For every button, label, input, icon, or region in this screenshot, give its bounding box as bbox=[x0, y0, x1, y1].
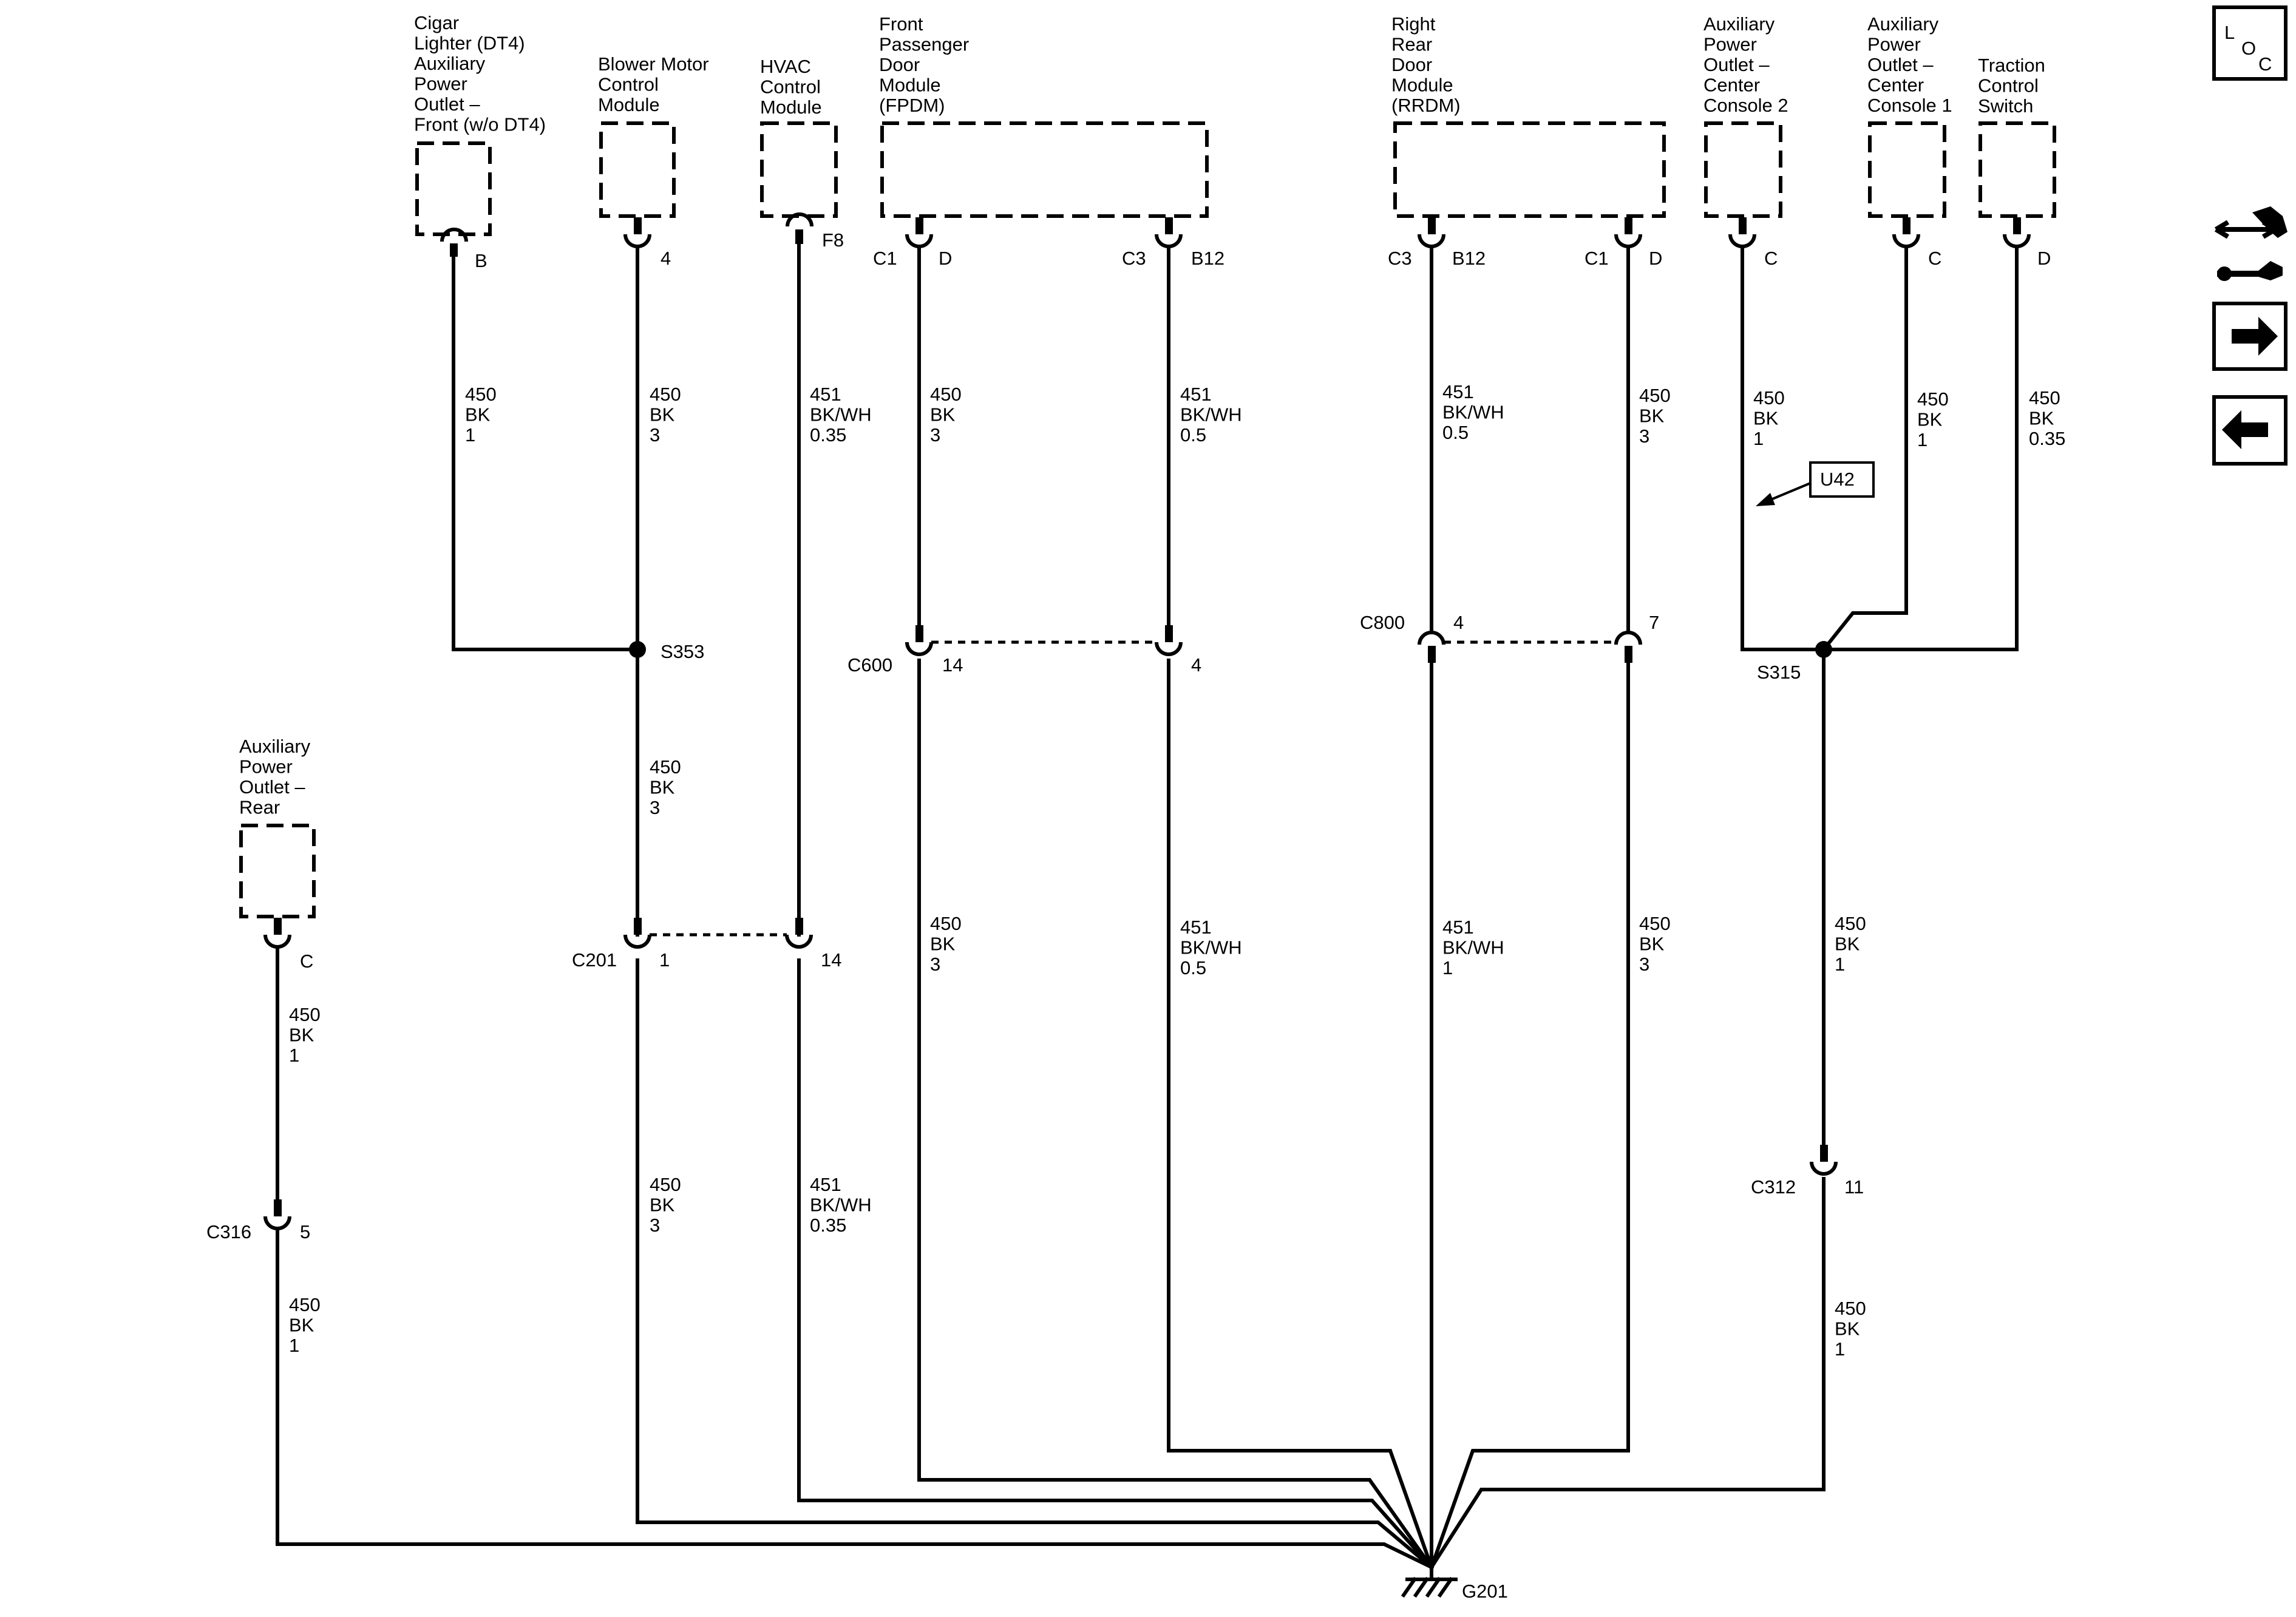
connector-c800-pin: 7 bbox=[1649, 612, 1659, 633]
option-u42-arrowhead bbox=[1756, 493, 1775, 506]
pin-label: B12 bbox=[1191, 248, 1224, 269]
ground-g201-symbol bbox=[1401, 1565, 1458, 1598]
loc-letter-l: L bbox=[2224, 22, 2235, 43]
arrow-right-icon[interactable] bbox=[2212, 302, 2288, 371]
wires bbox=[276, 242, 2019, 1570]
option-u42-label: U42 bbox=[1820, 469, 1855, 490]
traction-switch-box bbox=[1978, 121, 2056, 218]
pin-label: B12 bbox=[1452, 248, 1486, 269]
pin-label: C bbox=[1764, 248, 1778, 269]
option-u42-box bbox=[1809, 461, 1875, 498]
pin-label: C bbox=[300, 951, 313, 972]
pin-label: B bbox=[475, 250, 487, 271]
connector-c312-pin: 11 bbox=[1844, 1176, 1864, 1198]
ground-g201-label: G201 bbox=[1462, 1581, 1508, 1602]
connector-c316-pin: 5 bbox=[300, 1221, 310, 1242]
blower-module-box bbox=[599, 121, 676, 218]
connector-c600-label: C600 bbox=[847, 654, 892, 676]
connector-c201-pin: 14 bbox=[821, 949, 841, 971]
loc-icon[interactable]: L O C bbox=[2212, 5, 2288, 81]
pin-label: D bbox=[2037, 248, 2051, 269]
pin-label: C bbox=[1928, 248, 1941, 269]
pin-label: C3 bbox=[1122, 248, 1146, 269]
splice-s353-dot bbox=[629, 641, 646, 658]
arrow-left-icon[interactable] bbox=[2212, 395, 2288, 466]
connector-c800-label: C800 bbox=[1360, 612, 1405, 633]
connector-c800-pin: 4 bbox=[1453, 612, 1464, 633]
fpdm-box bbox=[880, 121, 1209, 218]
pin-label: C1 bbox=[1584, 248, 1609, 269]
connector-tool-icon[interactable] bbox=[2214, 206, 2288, 281]
connector-c201-pin: 1 bbox=[659, 949, 670, 971]
aux-outlet-console-2-box bbox=[1704, 121, 1782, 218]
connector-c316-label: C316 bbox=[206, 1221, 251, 1242]
splice-s315-label: S315 bbox=[1757, 662, 1801, 683]
option-u42-arrow bbox=[1766, 482, 1811, 503]
connector-c312-label: C312 bbox=[1751, 1176, 1796, 1198]
rrdm-box bbox=[1393, 121, 1666, 218]
pin-label: C1 bbox=[873, 248, 897, 269]
connector-c201-label: C201 bbox=[572, 949, 617, 971]
aux-outlet-rear-box bbox=[239, 824, 316, 918]
loc-letter-c: C bbox=[2258, 53, 2272, 75]
pin-label: 4 bbox=[661, 248, 671, 269]
cigar-lighter-box bbox=[415, 141, 492, 236]
inline-connectors bbox=[263, 625, 1838, 1230]
aux-outlet-console-1-box bbox=[1868, 121, 1946, 218]
hvac-module-box bbox=[760, 121, 838, 218]
splice-s315-dot bbox=[1815, 641, 1832, 658]
connector-c600-pin: 14 bbox=[942, 654, 963, 676]
pin-label: C3 bbox=[1388, 248, 1412, 269]
connector-c600-pin: 4 bbox=[1191, 654, 1201, 676]
splice-s353-label: S353 bbox=[661, 641, 704, 662]
pins bbox=[263, 212, 2031, 949]
pin-label: D bbox=[939, 248, 952, 269]
pin-label: D bbox=[1649, 248, 1662, 269]
loc-letter-o: O bbox=[2241, 38, 2256, 59]
pin-label: F8 bbox=[822, 229, 844, 251]
